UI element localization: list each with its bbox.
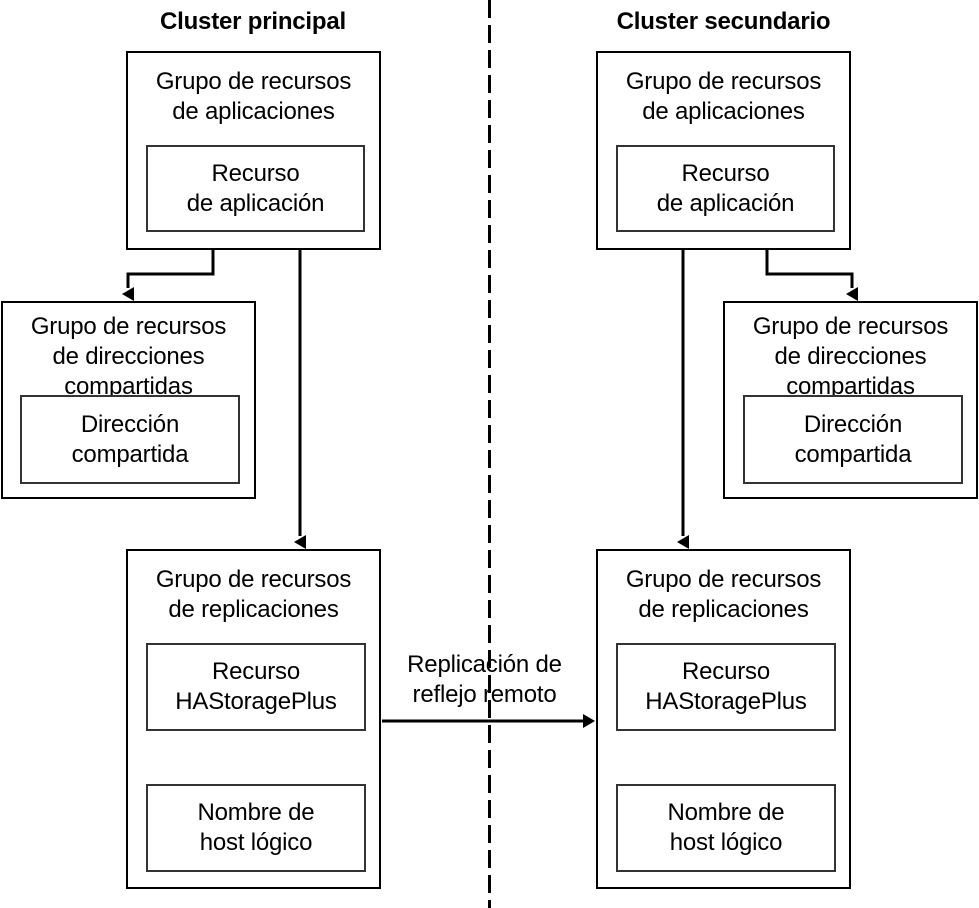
primary-shared-address-resource-label: Dirección compartida bbox=[71, 410, 189, 468]
primary-hastorageplus-resource[interactable]: Recurso HAStoragePlus bbox=[146, 643, 366, 731]
secondary-application-resource-group[interactable]: Grupo de recursos de aplicaciones Recurs… bbox=[596, 51, 851, 250]
secondary-shared-address-resource[interactable]: Dirección compartida bbox=[743, 395, 963, 484]
secondary-shared-address-resource-label: Dirección compartida bbox=[794, 410, 912, 468]
primary-application-resource-label: Recurso de aplicación bbox=[186, 159, 325, 217]
secondary-hastorageplus-resource[interactable]: Recurso HAStoragePlus bbox=[616, 643, 836, 731]
primary-logical-hostname-resource[interactable]: Nombre de host lógico bbox=[146, 784, 366, 872]
primary-application-resource-group[interactable]: Grupo de recursos de aplicaciones Recurs… bbox=[126, 51, 381, 250]
secondary-logical-hostname-resource[interactable]: Nombre de host lógico bbox=[616, 784, 836, 872]
secondary-cluster-title: Cluster secundario bbox=[616, 8, 831, 35]
secondary-replication-resource-group-label: Grupo de recursos de replicaciones bbox=[625, 566, 822, 623]
secondary-application-resource[interactable]: Recurso de aplicación bbox=[616, 145, 835, 232]
arrow-secondary-app-to-address bbox=[765, 249, 858, 301]
primary-application-resource-group-label: Grupo de recursos de aplicaciones bbox=[155, 68, 352, 125]
primary-logical-hostname-resource-label: Nombre de host lógico bbox=[197, 799, 315, 856]
secondary-replication-resource-group[interactable]: Grupo de recursos de replicaciones Recur… bbox=[596, 549, 851, 889]
primary-replication-resource-group[interactable]: Grupo de recursos de replicaciones Recur… bbox=[126, 549, 381, 889]
secondary-application-resource-group-label: Grupo de recursos de aplicaciones bbox=[625, 68, 822, 125]
primary-shared-address-resource-group[interactable]: Grupo de recursos de direcciones compart… bbox=[1, 301, 256, 499]
secondary-application-resource-label: Recurso de aplicación bbox=[656, 159, 795, 217]
secondary-logical-hostname-resource-label: Nombre de host lógico bbox=[667, 799, 785, 856]
secondary-hastorageplus-resource-label: Recurso HAStoragePlus bbox=[645, 658, 807, 715]
secondary-shared-address-resource-group[interactable]: Grupo de recursos de direcciones compart… bbox=[723, 301, 978, 499]
remote-mirror-replication-label: Replicación de reflejo remoto bbox=[407, 651, 562, 708]
arrow-primary-app-to-address bbox=[122, 249, 215, 301]
primary-shared-address-resource[interactable]: Dirección compartida bbox=[20, 395, 240, 484]
secondary-shared-address-resource-group-label: Grupo de recursos de direcciones compart… bbox=[752, 313, 949, 400]
primary-hastorageplus-resource-label: Recurso HAStoragePlus bbox=[175, 658, 337, 715]
primary-cluster-title: Cluster principal bbox=[160, 8, 346, 35]
primary-application-resource[interactable]: Recurso de aplicación bbox=[146, 145, 365, 232]
primary-shared-address-resource-group-label: Grupo de recursos de direcciones compart… bbox=[30, 313, 227, 400]
primary-replication-resource-group-label: Grupo de recursos de replicaciones bbox=[155, 566, 352, 623]
